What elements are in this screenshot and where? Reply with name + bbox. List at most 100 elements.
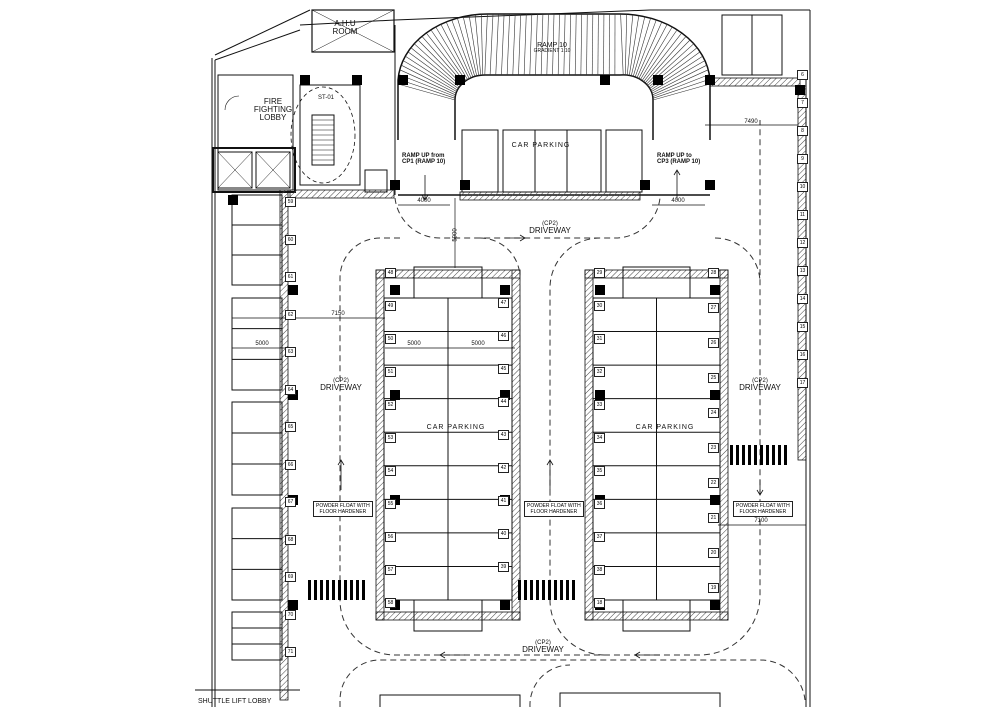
ramp-rung <box>652 83 711 101</box>
ramp-rung <box>652 74 710 97</box>
zebra-stripe <box>362 580 365 600</box>
ahu-line-2: ROOM <box>332 27 358 36</box>
ramp-rung <box>574 13 577 76</box>
ramp-rung <box>399 69 456 96</box>
floor-finish-note-right: POWDER FLOAT WITH FLOOR HARDENER <box>733 501 793 517</box>
structural-column <box>710 600 720 610</box>
bay-tag-island-b-left: 18 <box>594 598 605 608</box>
bay-tag-island-a-right: 45 <box>498 364 509 374</box>
bay-tag-island-a-left: 54 <box>385 466 396 476</box>
island-end-cap-top <box>413 266 483 299</box>
zebra-stripe <box>742 445 745 465</box>
ramp-rung <box>652 69 709 96</box>
bay-tag-right-column: 12 <box>797 238 808 248</box>
bay-tag-island-a-left: 48 <box>385 268 396 278</box>
bay-tag-left-column: 67 <box>285 497 296 507</box>
ramp-rung <box>569 13 571 76</box>
structural-column <box>288 285 298 295</box>
parking-islands <box>383 266 721 632</box>
bay-tag-island-a-left: 52 <box>385 400 396 410</box>
ramp-rung <box>430 29 467 81</box>
ramp-rung <box>646 39 691 85</box>
ramp-rung <box>580 13 583 76</box>
dim-right-bottom: 7100 <box>754 518 768 524</box>
ramp-rung <box>620 13 624 76</box>
dimension-lines <box>232 124 806 526</box>
ramp-rung <box>410 47 460 88</box>
ramp-rung <box>397 83 456 101</box>
zebra-stripe <box>530 580 533 600</box>
ramp-rung <box>403 60 457 92</box>
bottom-driveway-label: (CP2) DRIVEWAY <box>522 640 564 654</box>
zebra-stripe <box>524 580 527 600</box>
bay-tag-left-column: 68 <box>285 534 296 545</box>
bay-tag-island-a-right: 41 <box>498 496 509 506</box>
left-driveway-line-2: DRIVEWAY <box>320 383 362 392</box>
bay-tag-island-a-right: 42 <box>498 463 509 473</box>
bay-tag-right-column: 16 <box>797 350 808 360</box>
ramp-rung <box>557 13 560 76</box>
bay-tag-island-a-right: 44 <box>498 397 509 407</box>
ramp-rung <box>417 39 462 85</box>
left-bay-group <box>231 297 283 391</box>
bay-tag-island-b-right: 23 <box>708 443 719 453</box>
ramp-rung <box>484 13 488 76</box>
ramp-rung <box>552 13 555 76</box>
dim-right-top: 7490 <box>744 119 758 125</box>
island-end-cap-bottom <box>622 599 691 632</box>
bay-tag-right-column: 8 <box>797 126 808 136</box>
floor-finish-note-left: POWDER FLOAT WITH FLOOR HARDENER <box>313 501 373 517</box>
left-driveway-line-1: (CP2) <box>333 378 349 384</box>
bottom-edge-elements <box>195 689 721 707</box>
note-middle-line-1: POWDER FLOAT WITH <box>527 503 581 509</box>
bay-tag-right-column: 17 <box>797 378 808 388</box>
ramp-rung <box>398 74 456 97</box>
driveway-centerlines <box>339 120 806 707</box>
ramp-rung <box>644 36 687 84</box>
bay-tag-island-a-right: 40 <box>498 529 509 539</box>
structural-column <box>595 390 605 400</box>
zebra-stripe <box>748 445 751 465</box>
structural-column <box>653 75 663 85</box>
structural-column <box>300 75 310 85</box>
ramp-left-label: RAMP UP from CP1 (RAMP 10) <box>402 153 445 165</box>
bay-tag-island-b-left: 35 <box>594 466 605 476</box>
left-island-parking-label: CAR PARKING <box>426 424 486 431</box>
structural-column <box>390 390 400 400</box>
bay-tag-island-b-left: 31 <box>594 334 605 344</box>
pedestrian-crossings <box>308 445 787 600</box>
zebra-stripe <box>518 580 521 600</box>
zebra-stripe <box>326 580 329 600</box>
ramp-right-line-2: CP3 (RAMP 10) <box>657 159 701 165</box>
bay-tag-left-column: 66 <box>285 459 296 470</box>
ramp-rung <box>651 64 707 94</box>
ramp-rung <box>563 13 566 76</box>
ramp-rung <box>540 13 544 76</box>
right-island-parking-label: CAR PARKING <box>635 424 695 431</box>
bay-tag-right-column: 7 <box>797 98 808 108</box>
dim-ramp-left: 4000 <box>417 198 431 204</box>
structural-column <box>398 75 408 85</box>
bay-tag-left-column: 69 <box>285 572 296 582</box>
ramp-rung <box>624 14 628 76</box>
bay-tag-left-column: 64 <box>285 384 296 395</box>
zebra-stripe <box>350 580 353 600</box>
ramp-rung <box>401 64 457 94</box>
structural-column <box>500 390 510 400</box>
direction-arrows <box>337 169 764 659</box>
fire-lobby-line-3: LOBBY <box>259 113 287 122</box>
bay-tag-island-a-left: 56 <box>385 532 396 542</box>
bay-tag-island-a-right: 43 <box>498 430 509 440</box>
bay-tag-right-column: 13 <box>797 266 808 276</box>
structural-column <box>705 180 715 190</box>
bay-tag-left-column: 65 <box>285 422 296 432</box>
dim-bay-mid-2: 5000 <box>471 341 485 347</box>
zebra-stripe <box>760 445 763 465</box>
bay-tag-right-column: 6 <box>797 70 808 80</box>
ramp-rung <box>440 24 470 79</box>
ramp-rung <box>451 19 474 78</box>
bay-tag-island-a-left: 57 <box>385 565 396 575</box>
ramp-rung <box>414 43 461 86</box>
ramp-rung <box>407 51 459 89</box>
structural-column <box>288 600 298 610</box>
